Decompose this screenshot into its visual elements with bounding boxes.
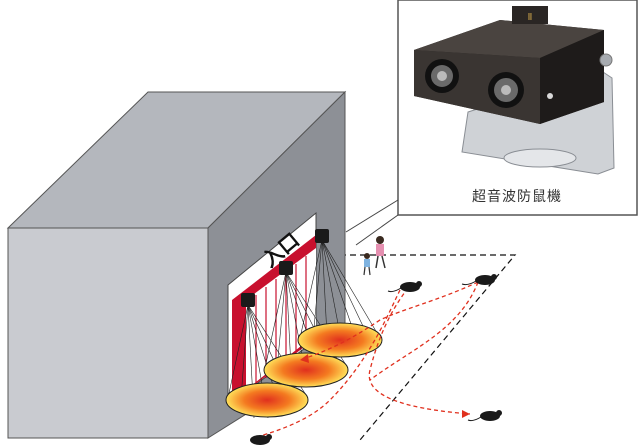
rat-icon: [250, 434, 272, 445]
svg-text:Ⅱ: Ⅱ: [528, 12, 533, 23]
inset-caption: 超音波防鼠機: [472, 189, 562, 205]
people-icon: [363, 236, 386, 276]
inset-connector-line: [345, 199, 399, 233]
rat-icon: [387, 281, 422, 293]
rodent-escape-paths: [259, 281, 479, 437]
ultrasonic-repeller-device-icon: Ⅱ: [414, 6, 615, 175]
inset-connector-line: [355, 214, 399, 246]
heat-zone: [225, 382, 309, 418]
speaker-icon: [241, 229, 329, 307]
heat-zone: [263, 352, 349, 388]
protected-area-boundary: [340, 254, 517, 441]
rat-icon: [461, 274, 497, 286]
heat-zone: [297, 322, 383, 358]
rat-icon: [467, 410, 502, 422]
rodent-path-arrows: [300, 354, 470, 418]
sound-coverage-zones: [225, 239, 383, 419]
